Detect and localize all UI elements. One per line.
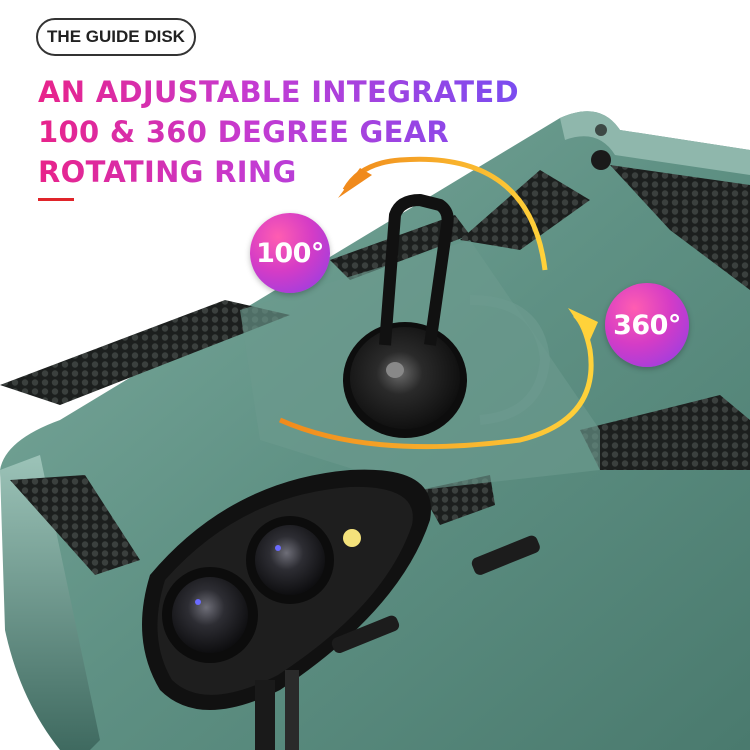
accent-divider — [38, 198, 74, 201]
angle-100-badge: 100° — [250, 213, 330, 293]
headline-line-1: AN ADJUSTABLE INTEGRATED — [38, 72, 519, 112]
headline-line-3: ROTATING RING — [38, 152, 519, 192]
angle-360-badge: 360° — [605, 283, 689, 367]
guide-disk-tag: THE GUIDE DISK — [36, 18, 196, 56]
headline: AN ADJUSTABLE INTEGRATED 100 & 360 DEGRE… — [38, 72, 519, 192]
headline-line-2: 100 & 360 DEGREE GEAR — [38, 112, 519, 152]
